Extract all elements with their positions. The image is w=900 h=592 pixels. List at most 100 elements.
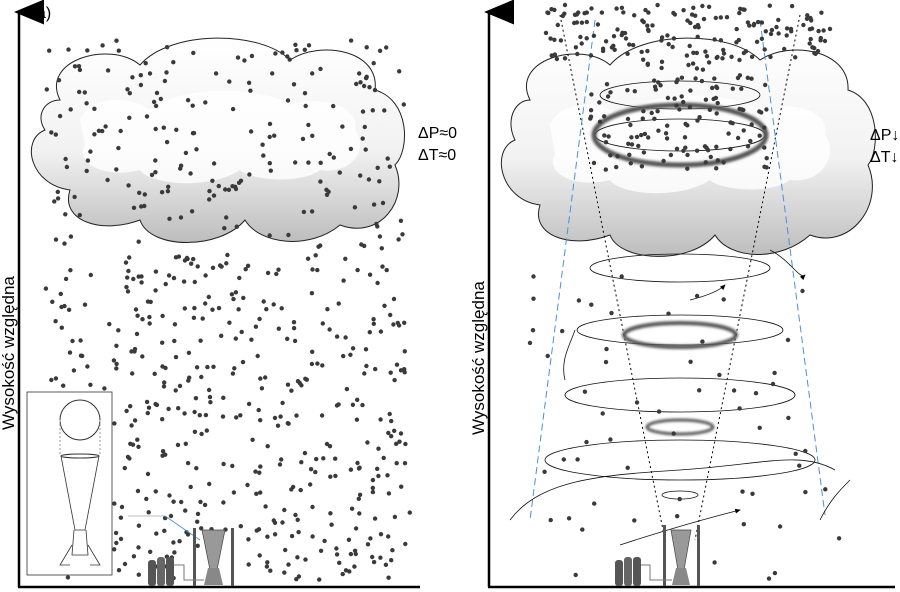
particle (103, 124, 108, 129)
particle (53, 376, 59, 381)
particle (308, 482, 313, 487)
particle (302, 450, 308, 456)
particle (685, 123, 690, 128)
particle (282, 507, 287, 513)
particle (233, 336, 238, 341)
particle (730, 86, 735, 91)
particle (665, 95, 671, 101)
particle (333, 473, 338, 479)
particle (294, 577, 299, 582)
particle (650, 23, 655, 28)
particle (632, 89, 637, 94)
particle (800, 288, 805, 294)
particle (745, 144, 751, 149)
particle (700, 67, 706, 72)
particle (584, 36, 589, 41)
particle (527, 340, 533, 346)
particle (126, 183, 131, 188)
particle (294, 48, 299, 53)
particle (285, 336, 290, 341)
particle (211, 193, 217, 198)
particle (112, 421, 117, 426)
particle (246, 80, 252, 86)
particle (362, 371, 367, 376)
particle (285, 98, 291, 103)
particle (306, 160, 311, 165)
particle (634, 134, 640, 140)
particle (285, 54, 290, 59)
particle (195, 543, 200, 548)
particle (358, 80, 363, 85)
particle (188, 484, 193, 490)
particle (271, 302, 276, 307)
particle (77, 212, 83, 218)
particle (242, 58, 247, 63)
particle (608, 437, 613, 442)
particle (679, 75, 685, 80)
particle (757, 425, 762, 430)
particle (371, 317, 376, 322)
particle (114, 167, 119, 172)
particle (552, 37, 557, 42)
particle (208, 400, 213, 405)
particle (246, 562, 251, 567)
particle (118, 536, 124, 542)
particle (192, 305, 197, 311)
particle (116, 568, 122, 573)
particle (164, 70, 169, 75)
particle (199, 374, 204, 380)
particle (171, 499, 176, 504)
particle (666, 311, 671, 316)
particle (566, 516, 572, 521)
particle (530, 328, 536, 333)
particle (573, 572, 578, 578)
particle (360, 109, 366, 114)
particle (224, 215, 229, 220)
particle (162, 380, 167, 385)
particle (142, 192, 147, 197)
particle (198, 338, 203, 343)
particle (392, 428, 397, 433)
particle (164, 45, 170, 50)
particle (341, 353, 346, 359)
particle (749, 122, 754, 127)
particle (370, 489, 376, 495)
particle (666, 42, 671, 47)
particle (248, 88, 253, 93)
particle (136, 239, 141, 244)
particle (299, 383, 304, 388)
particle (138, 82, 144, 88)
particle (135, 437, 140, 442)
particle (589, 6, 594, 11)
particle (257, 553, 262, 558)
particle (370, 477, 376, 483)
particle (239, 329, 244, 335)
particle (116, 48, 122, 53)
particle (632, 13, 637, 18)
particle (280, 50, 285, 55)
particle (655, 109, 660, 114)
particle (130, 75, 135, 80)
particle (303, 557, 308, 562)
particle (127, 91, 132, 96)
particle (623, 36, 629, 41)
particle (207, 197, 212, 202)
particle (704, 54, 710, 59)
particle (289, 533, 295, 539)
particle (56, 78, 62, 83)
sensor-equipment-a (128, 515, 234, 586)
particle (267, 233, 272, 238)
particle (801, 22, 806, 28)
particle (358, 173, 363, 178)
particle (231, 490, 237, 495)
particle (621, 10, 626, 15)
particle (770, 381, 776, 387)
particle (197, 413, 202, 418)
particle (172, 322, 178, 327)
particle (211, 161, 217, 166)
particle (688, 359, 693, 364)
particle (166, 273, 172, 278)
particle (543, 30, 549, 36)
particle (639, 164, 645, 169)
particle (398, 218, 404, 223)
